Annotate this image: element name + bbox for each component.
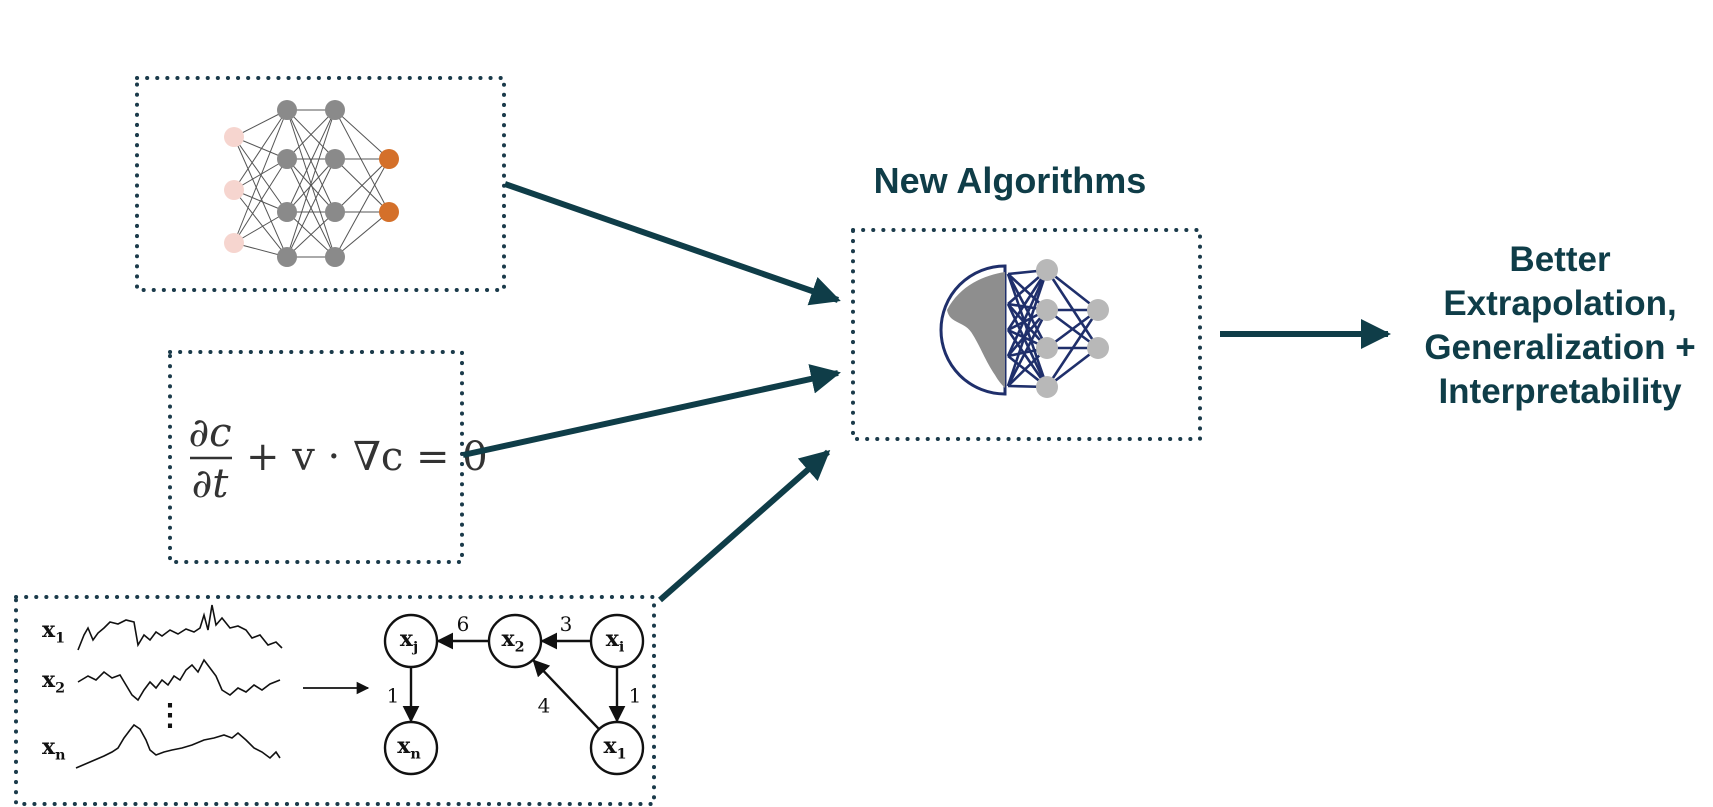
nn-connection: [233, 158, 288, 191]
outcome-line: Interpretability: [1438, 372, 1682, 411]
nn-connection: [334, 158, 390, 258]
nn-node: [325, 202, 345, 222]
nn-node: [224, 127, 244, 147]
nn-connection: [286, 158, 336, 213]
nn-connection: [286, 109, 336, 213]
nn-connection: [286, 158, 336, 258]
hybrid-connection: [1006, 269, 1049, 357]
time-series-line: [77, 658, 281, 702]
nn-node: [325, 149, 345, 169]
hybrid-node: [1036, 337, 1058, 359]
variable-label: x2: [42, 667, 65, 697]
nn-connection: [233, 109, 288, 244]
hybrid-node: [1087, 337, 1109, 359]
nn-node: [325, 247, 345, 267]
neural-network-box: [135, 76, 506, 292]
hybrid-connection: [1045, 309, 1100, 388]
nn-node: [379, 202, 399, 222]
ellipsis-mark: ⋮: [155, 698, 185, 733]
time-series-line: [77, 604, 283, 651]
nn-connection: [286, 109, 336, 258]
graph-node: [589, 720, 645, 776]
arrow-equation-to-algorithms: [462, 364, 841, 458]
graph-node: [383, 613, 439, 669]
nn-connection: [286, 109, 336, 160]
variable-label: xn: [42, 734, 66, 764]
hybrid-connection: [1006, 269, 1049, 387]
equation-rest: + v · ∇c = 0: [246, 434, 488, 480]
nn-node: [277, 149, 297, 169]
graph-node: [487, 613, 543, 669]
nn-connection: [286, 211, 336, 258]
edge-weight: 4: [538, 694, 551, 718]
hybrid-node: [1036, 299, 1058, 321]
hybrid-connection: [1006, 269, 1049, 331]
equation-numerator: ∂c: [188, 410, 231, 456]
edge-weight: 1: [387, 684, 400, 708]
nn-node: [379, 149, 399, 169]
nn-connection: [334, 158, 390, 213]
nn-node: [277, 100, 297, 120]
arrow-nn-to-algorithms: [504, 181, 841, 306]
hybrid-node: [1036, 376, 1058, 398]
hybrid-node: [1087, 299, 1109, 321]
pde-equation: ∂c ∂t + v · ∇c = 0: [188, 410, 487, 507]
causal-graph-box: [14, 595, 656, 806]
nn-connection: [233, 211, 288, 244]
neural-network-icon: [224, 100, 399, 267]
edge-weight: 3: [560, 612, 573, 636]
outcome-line: Generalization +: [1424, 328, 1696, 367]
graph-node: [589, 613, 645, 669]
new-algorithms-box: [851, 228, 1202, 441]
edge-weight: 6: [457, 612, 470, 636]
nn-node: [325, 100, 345, 120]
outcome-text: Better Extrapolation, Generalization + I…: [1400, 238, 1713, 414]
nn-node: [277, 202, 297, 222]
nn-connection: [233, 158, 288, 244]
graph-node: [383, 720, 439, 776]
globe-landmass: [947, 272, 1005, 388]
arrow-graph-to-algorithms: [658, 449, 831, 603]
hybrid-node: [1036, 259, 1058, 281]
edge-weight: 1: [629, 684, 642, 708]
hybrid-connection: [1006, 309, 1049, 387]
nn-connection: [334, 109, 390, 160]
variable-label: xn: [397, 733, 421, 763]
nn-connection: [233, 109, 288, 191]
variable-label: x1: [42, 617, 65, 647]
nn-node: [224, 233, 244, 253]
graph-edge: [532, 659, 600, 731]
nn-connection: [334, 211, 390, 258]
globe-neural-network-icon: [939, 259, 1109, 398]
time-series-line: [75, 723, 281, 769]
nn-node: [224, 180, 244, 200]
nn-connection: [233, 189, 288, 258]
new-algorithms-title: New Algorithms: [873, 160, 1147, 201]
equation-box: [168, 350, 464, 564]
outcome-line: Extrapolation,: [1443, 284, 1677, 323]
nn-connection: [233, 136, 288, 258]
outcome-line: Better: [1509, 240, 1611, 279]
equation-denominator: ∂t: [192, 461, 230, 507]
nn-node: [277, 247, 297, 267]
nn-connection: [334, 109, 390, 213]
